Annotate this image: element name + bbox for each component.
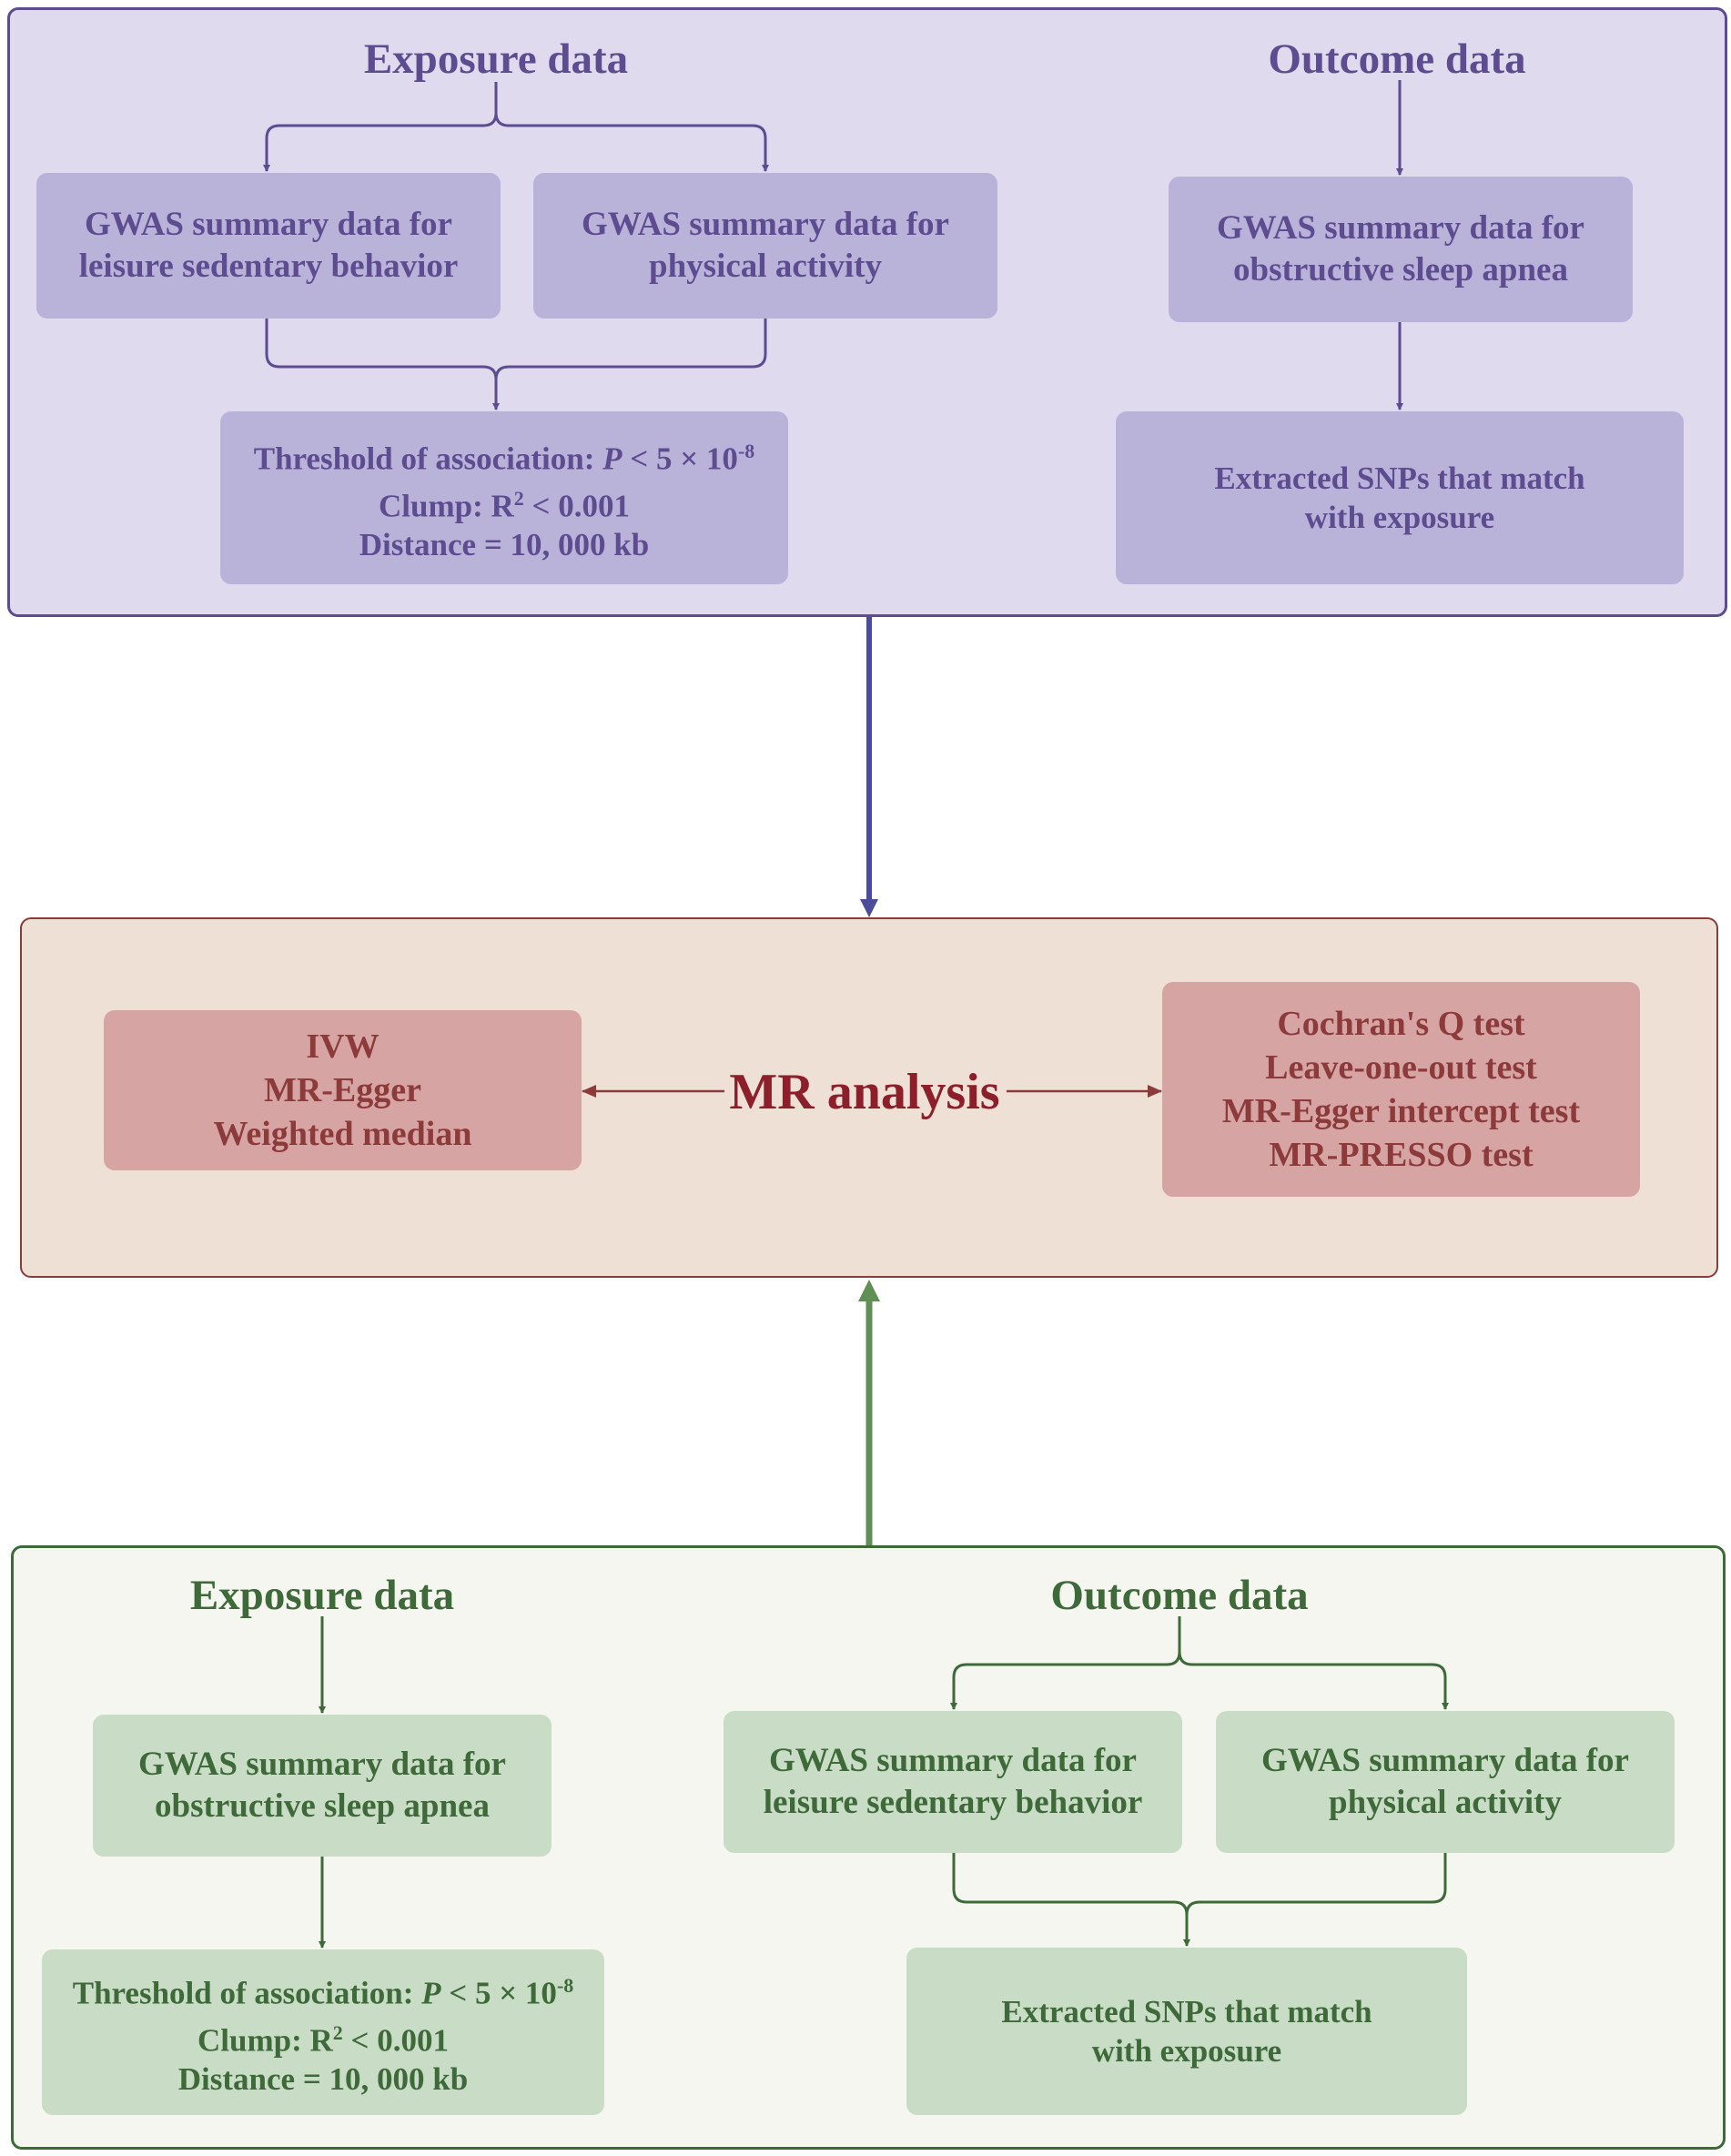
bottom-outcome-merge-right <box>1185 1853 1447 1916</box>
bottom-sedentary-line-2: leisure sedentary behavior <box>763 1784 1143 1821</box>
top-osa-line-2: obstructive sleep apnea <box>1233 251 1568 288</box>
bottom-threshold-line: Threshold of association: P < 5 × 10-8 <box>72 1973 574 2011</box>
bottom-physical-line-1: GWAS summary data for <box>1261 1742 1629 1779</box>
sensitivity-tests-box: Cochran's Q test Leave-one-out test MR-E… <box>1162 982 1640 1197</box>
top-osa-box: GWAS summary data for obstructive sleep … <box>1169 177 1633 322</box>
bottom-outcome-split-right <box>1178 1651 1449 1710</box>
bottom-outcome-merge <box>952 1853 1190 1947</box>
mr-analysis-title: MR analysis <box>729 1064 1000 1120</box>
bottom-clump-line: Clump: R2 < 0.001 <box>197 2020 449 2059</box>
top-physical-line-2: physical activity <box>649 248 882 285</box>
bottom-physical-line-2: physical activity <box>1329 1784 1562 1821</box>
bottom-threshold-box: Threshold of association: P < 5 × 10-8 C… <box>42 1949 604 2115</box>
bottom-extracted-box: Extracted SNPs that match with exposure <box>906 1948 1467 2115</box>
top-threshold-line: Threshold of association: P < 5 × 10-8 <box>253 439 755 477</box>
top-osa-line-1: GWAS summary data for <box>1217 209 1584 247</box>
top-extracted-line-1: Extracted SNPs that match <box>1214 461 1585 496</box>
top-clump-line: Clump: R2 < 0.001 <box>379 486 630 524</box>
top-distance-line: Distance = 10, 000 kb <box>359 527 650 563</box>
top-sedentary-box: GWAS summary data for leisure sedentary … <box>36 173 501 319</box>
test-mr-presso: MR-PRESSO test <box>1269 1136 1534 1174</box>
bottom-osa-line-1: GWAS summary data for <box>138 1746 506 1783</box>
top-physical-box: GWAS summary data for physical activity <box>533 173 997 319</box>
method-weighted-median: Weighted median <box>213 1115 472 1153</box>
reverse-flow-arrowhead <box>858 1280 880 1301</box>
top-exposure-title: Exposure data <box>363 35 629 83</box>
bottom-extracted-line-1: Extracted SNPs that match <box>1001 1994 1372 2029</box>
top-exposure-split-right <box>494 112 769 172</box>
mr-methods-box: IVW MR-Egger Weighted median <box>104 1010 582 1170</box>
forward-flow-arrowhead <box>860 899 878 917</box>
bottom-extracted-line-2: with exposure <box>1091 2033 1282 2069</box>
top-exposure-split <box>263 82 498 172</box>
test-leave-one-out: Leave-one-out test <box>1265 1048 1537 1087</box>
bottom-distance-line: Distance = 10, 000 kb <box>177 2061 469 2098</box>
test-mr-egger-intercept: MR-Egger intercept test <box>1221 1092 1581 1130</box>
top-exposure-merge <box>265 319 500 410</box>
top-threshold-box: Threshold of association: P < 5 × 10-8 C… <box>220 411 788 584</box>
top-extracted-line-2: with exposure <box>1304 500 1495 535</box>
method-mr-egger: MR-Egger <box>263 1071 422 1109</box>
method-ivw: IVW <box>306 1027 380 1066</box>
test-cochran-q: Cochran's Q test <box>1277 1005 1525 1043</box>
bottom-outcome-split <box>950 1616 1181 1710</box>
bottom-osa-line-2: obstructive sleep apnea <box>155 1787 490 1825</box>
bottom-exposure-title: Exposure data <box>189 1572 455 1619</box>
top-physical-line-1: GWAS summary data for <box>582 206 949 243</box>
top-outcome-title: Outcome data <box>1268 35 1526 83</box>
bottom-physical-box: GWAS summary data for physical activity <box>1216 1711 1675 1853</box>
bottom-sedentary-box: GWAS summary data for leisure sedentary … <box>724 1711 1182 1853</box>
top-sedentary-line-2: leisure sedentary behavior <box>78 248 459 285</box>
bottom-osa-box: GWAS summary data for obstructive sleep … <box>93 1715 552 1857</box>
bottom-outcome-title: Outcome data <box>1050 1572 1309 1619</box>
top-exposure-merge-right <box>494 319 767 380</box>
top-sedentary-line-1: GWAS summary data for <box>85 206 452 243</box>
bottom-sedentary-line-1: GWAS summary data for <box>769 1742 1137 1779</box>
top-extracted-box: Extracted SNPs that match with exposure <box>1116 411 1684 584</box>
